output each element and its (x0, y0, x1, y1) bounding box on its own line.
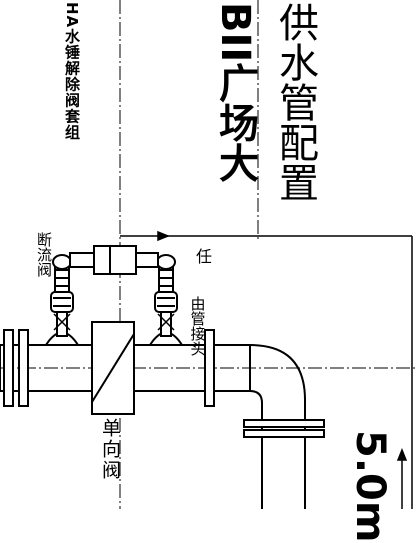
ha-group-label: HA水锤解除阀套组 (63, 2, 81, 141)
shutoff-valve-right (148, 254, 184, 346)
pipe-diagram (0, 0, 417, 509)
height-label: 5.0m (347, 430, 393, 543)
flange-vertical (243, 419, 325, 438)
check-valve-symbol (91, 321, 135, 415)
check-valve-label: 单向阀 (99, 418, 121, 481)
title-line-1: BII广场大 (212, 2, 258, 183)
union-label-rest: 由管接头 (188, 296, 207, 356)
shutoff-valve-left (44, 254, 80, 346)
dimension-line (120, 230, 413, 509)
flange-right (204, 329, 215, 407)
height-arrow (396, 447, 408, 509)
title-line-2: 供水管配置 (272, 2, 318, 202)
shutoff-valve-label: 断流阀 (35, 232, 53, 277)
union-label-top: 任 (193, 248, 212, 264)
pipe-elbow (249, 344, 306, 509)
ha-valve-bypass (69, 245, 159, 275)
flange-left (3, 329, 29, 407)
valve-marks (53, 313, 175, 331)
